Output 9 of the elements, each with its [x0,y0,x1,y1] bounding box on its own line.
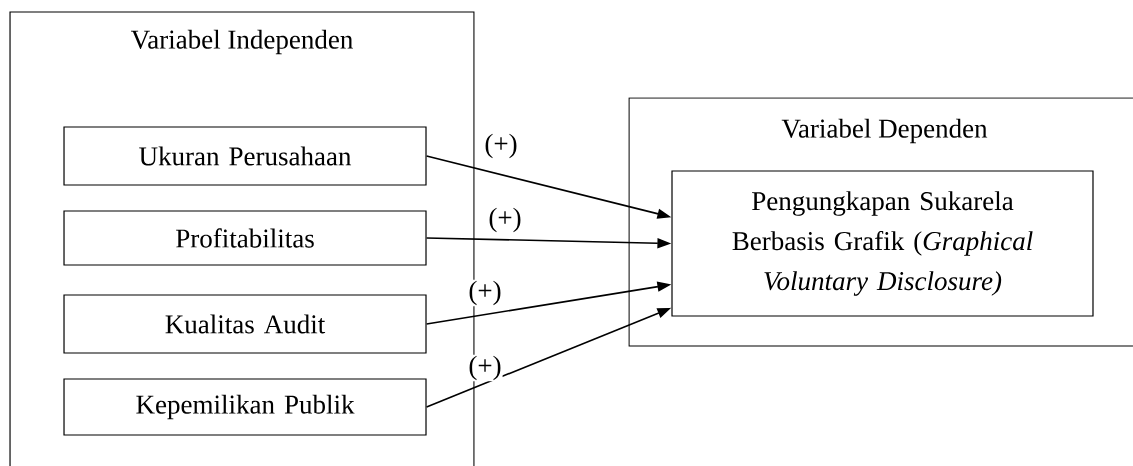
edge-label: (+) [487,206,523,234]
edge-label: (+) [483,132,519,160]
edge-label: (+) [467,354,503,382]
variable-box: Kualitas Audit [63,294,427,354]
variable-box: Profitabilitas [63,210,427,266]
edge-label: (+) [467,279,503,307]
variable-box: Kepemilikan Publik [63,378,427,436]
variable-box: Ukuran Perusahaan [63,126,427,186]
variable-box: Pengungkapan Sukarela Berbasis Grafik (Graphical Voluntary Disclosure) [671,170,1094,317]
